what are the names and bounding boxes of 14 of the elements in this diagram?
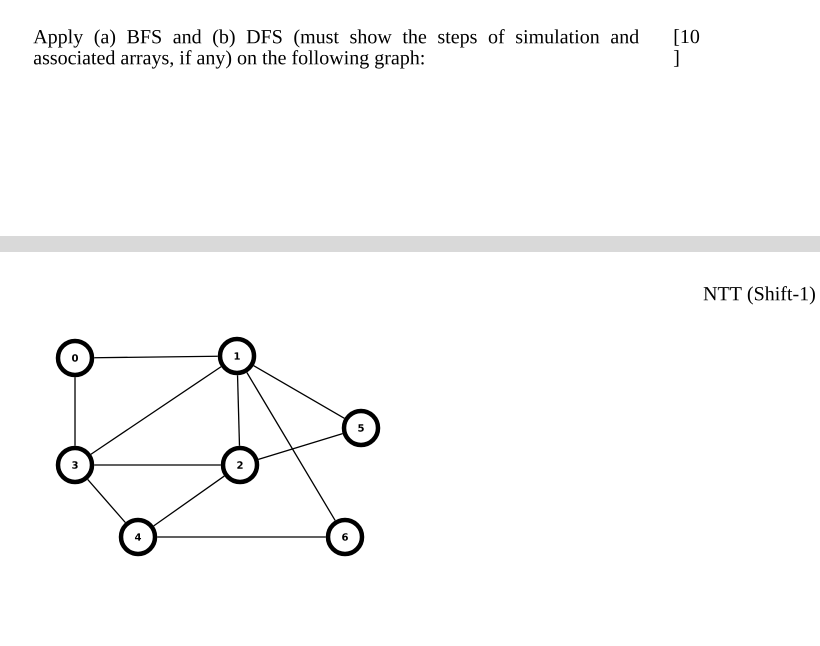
- edge-line: [87, 479, 126, 523]
- edge-line: [246, 372, 336, 521]
- edge-line: [157, 536, 326, 538]
- question-text: Apply (a) BFS and (b) DFS (must show the steps of simulation and associated arrays, if any) on the following graph:: [33, 29, 639, 69]
- marks-label: [10 ]: [674, 29, 700, 67]
- edge-line: [94, 356, 218, 358]
- edge-line: [94, 464, 221, 466]
- edge-line: [258, 433, 343, 460]
- edge-line: [90, 366, 222, 455]
- edge-line: [153, 476, 225, 526]
- course-label: NTT (Shift-1): [704, 286, 815, 305]
- edge-line: [74, 377, 76, 446]
- edge-line: [253, 365, 345, 419]
- edge-line: [236, 375, 240, 446]
